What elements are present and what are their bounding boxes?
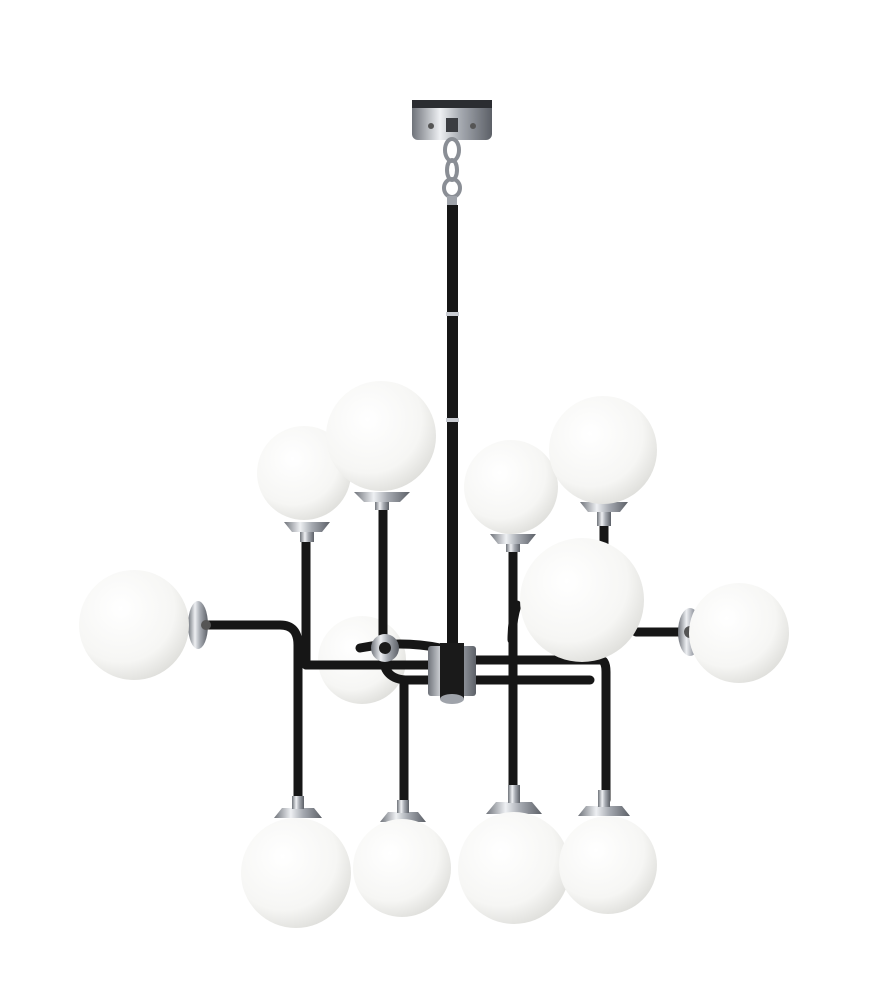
globe [464, 440, 558, 534]
globe [689, 583, 789, 683]
ceiling-canopy [412, 100, 492, 140]
chain [442, 137, 462, 199]
chain-coupler [447, 196, 457, 206]
globe [79, 570, 189, 680]
socket-cups [274, 492, 630, 822]
globe [326, 381, 436, 491]
globe [520, 538, 644, 662]
globe [559, 816, 657, 914]
globe [353, 819, 451, 917]
globe [241, 818, 351, 928]
center-hub [428, 643, 476, 704]
globes [79, 381, 789, 928]
globe [257, 426, 351, 520]
arms [195, 500, 695, 810]
globe [318, 616, 406, 704]
globe [549, 396, 657, 504]
down-rod [447, 205, 458, 645]
globe [458, 812, 570, 924]
arm-joint [371, 634, 399, 662]
rod-ring [446, 418, 459, 422]
rod-ring [446, 312, 459, 316]
